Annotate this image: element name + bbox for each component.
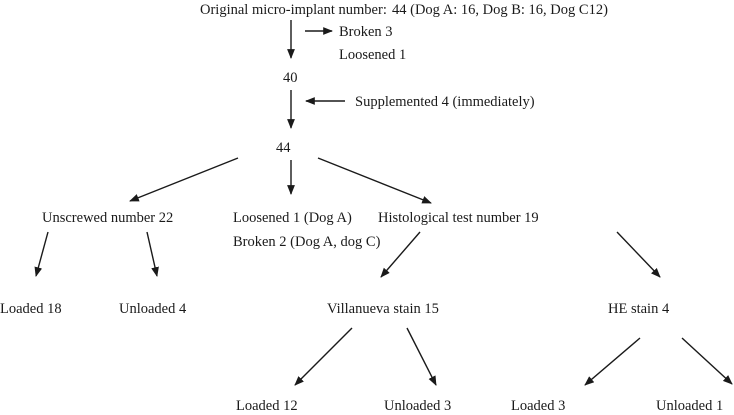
arrow-to-histological <box>317 157 432 204</box>
loosened-dog-a: Loosened 1 (Dog A) <box>233 210 352 226</box>
original-value: 44 (Dog A: 16, Dog B: 16, Dog C12) <box>392 2 608 18</box>
count-44: 44 <box>276 140 291 156</box>
loosened-1: Loosened 1 <box>339 47 406 63</box>
arrow-to-villanueva <box>380 231 421 278</box>
arrow-to-unloaded-1 <box>681 337 733 385</box>
arrow-to-loaded-3 <box>584 337 641 386</box>
arrow-to-unloaded-3 <box>406 327 437 386</box>
unloaded-1: Unloaded 1 <box>656 398 723 414</box>
he-stain: HE stain 4 <box>608 301 670 317</box>
villanueva: Villanueva stain 15 <box>327 301 439 317</box>
unscrewed: Unscrewed number 22 <box>42 210 173 226</box>
arrow-to-loaded-12 <box>294 327 353 386</box>
histological: Histological test number 19 <box>378 210 539 226</box>
arrow-to-unloaded-4 <box>146 231 159 277</box>
broken-3: Broken 3 <box>339 24 393 40</box>
count-40: 40 <box>283 70 298 86</box>
arrow-to-he <box>616 231 661 278</box>
loaded-18: Loaded 18 <box>0 301 62 317</box>
original-label: Original micro-implant number: <box>200 2 387 18</box>
arrow-to-loaded-18 <box>34 231 49 277</box>
unloaded-3: Unloaded 3 <box>384 398 451 414</box>
loaded-12: Loaded 12 <box>236 398 298 414</box>
supplemented: Supplemented 4 (immediately) <box>355 94 535 110</box>
arrow-to-unscrewed <box>129 157 239 202</box>
unloaded-4: Unloaded 4 <box>119 301 187 317</box>
broken-dogs: Broken 2 (Dog A, dog C) <box>233 234 381 250</box>
loaded-3: Loaded 3 <box>511 398 565 414</box>
